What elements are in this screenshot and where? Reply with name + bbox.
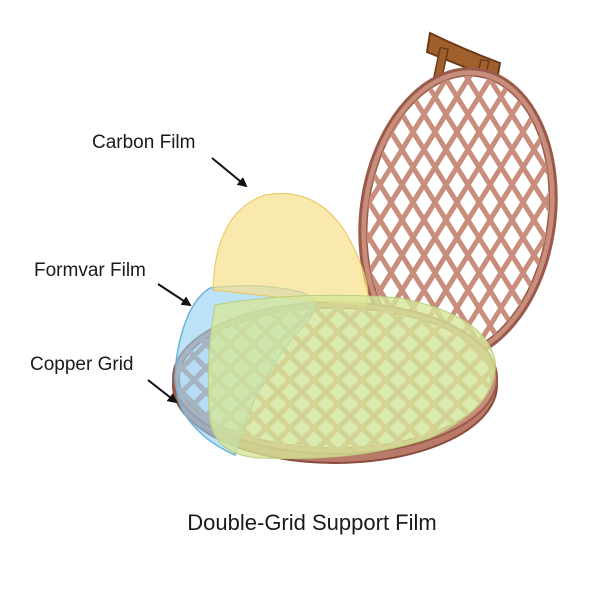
carbon-formvar-overlay	[207, 294, 496, 460]
grid-bar	[563, 63, 567, 367]
grid-bar	[588, 60, 600, 380]
grid-bar	[0, 300, 130, 460]
diagram-caption: Double-Grid Support Film	[187, 510, 436, 535]
grid-bar	[588, 60, 600, 380]
formvar-film-label: Formvar Film	[34, 260, 146, 281]
carbon-film-label: Carbon Film	[92, 132, 195, 153]
copper-grid-label: Copper Grid	[30, 354, 134, 375]
arrow-icon	[211, 157, 248, 188]
arrow-icon	[147, 379, 178, 404]
grid-bar	[0, 300, 82, 460]
grid-bar	[0, 300, 10, 460]
grid-bar	[0, 300, 130, 460]
grid-bar	[0, 300, 82, 460]
grid-bar	[0, 300, 154, 460]
grid-bar	[0, 300, 106, 460]
grid-bar	[175, 306, 180, 450]
grid-bar	[175, 306, 180, 450]
arrow-icon	[157, 283, 192, 307]
grid-bar	[563, 63, 567, 367]
grid-bar	[0, 300, 154, 460]
grid-bar	[0, 300, 34, 460]
grid-bar	[0, 300, 106, 460]
grid-bar	[0, 300, 58, 460]
grid-bar	[0, 300, 34, 460]
grid-bar	[475, 63, 567, 367]
grid-bar	[0, 300, 58, 460]
carbon-film-layer	[212, 193, 369, 306]
grid-bar	[0, 300, 10, 460]
